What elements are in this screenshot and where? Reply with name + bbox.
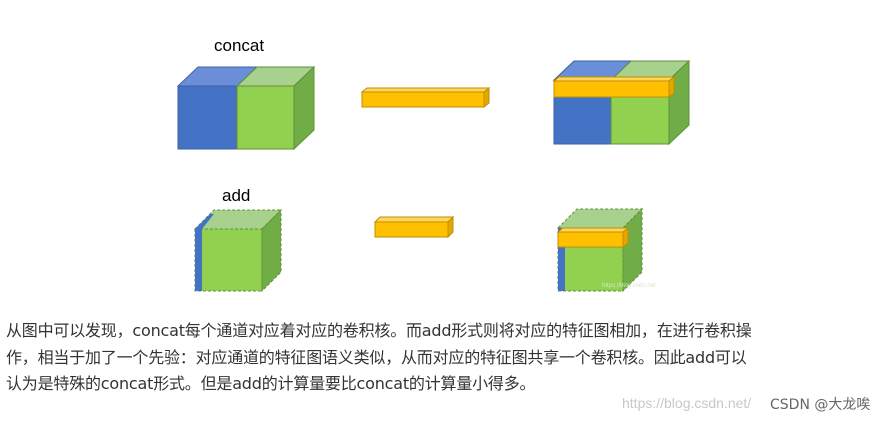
concat-cube-front-green [236,85,295,150]
add-result-kernel-top [556,227,630,233]
paragraph-line-2: 作，相当于加了一个先验：对应通道的特征图语义类似，从而对应的特征图共享一个卷积核… [6,347,747,367]
add-cube-side [261,208,282,293]
add-result-watermark: https://blog.csdn.net [602,283,656,289]
concat-kernel-top [360,87,491,93]
add-result-blue-edge [558,228,565,291]
concat-vs-add-diagram: concat add [176,36,691,293]
add-result-kernel-front [557,231,624,248]
add-kernel-top [373,216,455,223]
add-kernel-front [374,221,449,238]
paragraph-line-1: 从图中可以发现，concat每个通道对应着对应的卷积核。而add形式则将对应的特… [6,321,752,340]
paragraph-line-3: 认为是特殊的concat形式。但是add的计算量要比concat的计算量小得多。 [6,374,536,393]
concat-result-kernel-top [552,76,676,82]
concat-result-cube [552,59,691,146]
csdn-credit: CSDN @大龙唉 [768,394,873,414]
concat-kernel-side [483,86,490,109]
concat-result-kernel-front [553,80,670,98]
add-result-kernel-side [622,226,629,249]
concat-cube-side [293,65,315,151]
concat-label: concat [214,36,264,55]
add-kernel-side [447,215,454,239]
concat-kernel-front [361,91,485,108]
add-result-cube: https://blog.csdn.net [556,207,656,293]
concat-input-cube [176,65,316,151]
add-input-cube [193,208,283,293]
explanation-paragraph: 从图中可以发现，concat每个通道对应着对应的卷积核。而add形式则将对应的特… [6,318,876,398]
add-cube-blue-top-edge [195,214,214,229]
add-cube-front [194,228,263,292]
csdn-watermark: https://blog.csdn.net/ [622,395,752,411]
concat-kernel-bar [360,86,491,109]
add-kernel-bar [373,215,455,239]
add-cube-blue-edge [195,229,202,291]
add-label: add [222,186,250,205]
concat-cube-front-blue [177,85,238,150]
concat-result-kernel-side [668,75,675,99]
